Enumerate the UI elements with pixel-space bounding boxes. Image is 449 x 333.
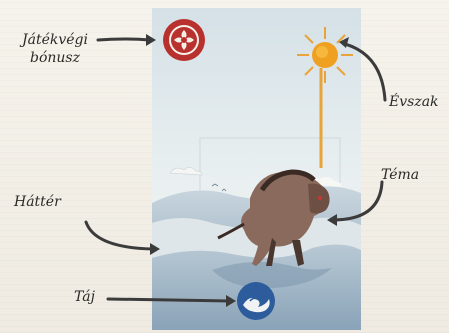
season-label: Évszak	[389, 93, 439, 111]
arrow-season	[345, 44, 385, 100]
arrow-bonus	[98, 39, 150, 40]
bonus-label-line2: bónusz	[10, 49, 100, 67]
bonus-label: Játékvégi bónusz	[10, 31, 100, 67]
arrow-background	[86, 222, 154, 249]
background-label: Háttér	[14, 193, 61, 211]
theme-label: Téma	[381, 166, 419, 184]
landscape-label: Táj	[74, 288, 95, 306]
arrow-landscape	[108, 299, 230, 301]
bonus-label-line1: Játékvégi	[10, 31, 100, 49]
arrow-theme	[333, 182, 382, 220]
